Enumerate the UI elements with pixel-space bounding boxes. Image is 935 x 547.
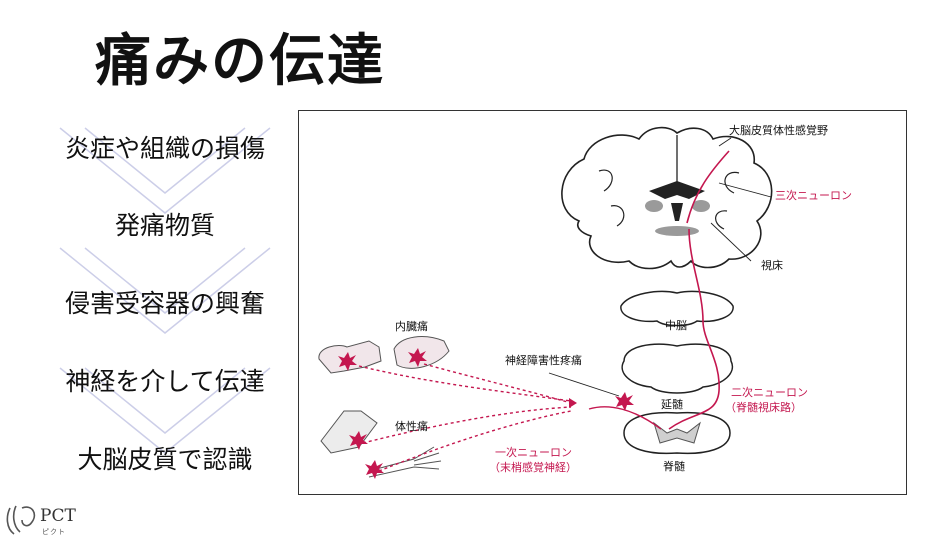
medulla-branch [588,406,662,430]
liver-icon [393,336,450,369]
step-pain-substance: 発痛物質 [114,211,215,240]
label-midbrain: 中脳 [665,319,687,332]
step-nociceptor: 侵害受容器の興奮 [64,289,265,318]
brain-ventricles [649,181,705,221]
label-visceral-pain: 内臓痛 [395,320,428,333]
label-neuropathic-pain: 神経障害性疼痛 [505,354,582,367]
logo-subtext: ピクト [42,528,66,536]
step-tissue-damage: 炎症や組織の損傷 [64,134,265,163]
pain-burst-icons [338,348,634,479]
step-nerve-transmission: 神経を介して伝達 [65,367,265,396]
logo-text: PCT [40,506,76,526]
hand-skeleton-icon [368,446,442,478]
third-neuron-pathway [686,150,730,224]
second-neuron-pathway [668,228,720,430]
label-somatic-pain: 体性痛 [395,420,428,433]
chevron-background [59,127,271,454]
label-third-neuron: 三次ニューロン [775,189,852,202]
intestine-icon [318,340,382,374]
muscle-icon [320,410,378,454]
label-second-neuron-sub: （脊髄視床路） [725,401,802,414]
pain-pathway-figure: 大脳皮質体性感覚野 三次ニューロン 視床 中脳 内臓痛 神経障害性疼痛 二次ニュ… [298,110,907,495]
label-first-neuron: 一次ニューロン [495,446,572,459]
first-neuron-paths [358,363,572,472]
pct-logo-icon [6,505,36,535]
step-cortex-recognition: 大脳皮質で認識 [77,445,253,474]
pct-logo: PCT ピクト [4,500,104,542]
label-spinal-cord: 脊髄 [663,460,685,473]
slide-title: 痛みの伝達 [95,29,385,94]
basal-ganglia [645,200,710,236]
label-cortex: 大脳皮質体性感覚野 [729,124,828,137]
arrowheads [569,398,577,408]
label-pointers [548,137,772,397]
label-thalamus: 視床 [761,259,783,272]
pain-process-steps: 炎症や組織の損傷 発痛物質 侵害受容器の興奮 神経を介して伝達 大脳皮質で認識 [30,118,300,498]
label-second-neuron: 二次ニューロン [731,386,808,399]
label-medulla: 延髄 [661,398,683,411]
midbrain-section [620,290,734,327]
spinal-cord-section [623,411,731,455]
label-first-neuron-sub: （末梢感覚神経） [489,461,577,474]
pain-pathway-diagram [318,126,773,479]
medulla-section [621,343,734,394]
